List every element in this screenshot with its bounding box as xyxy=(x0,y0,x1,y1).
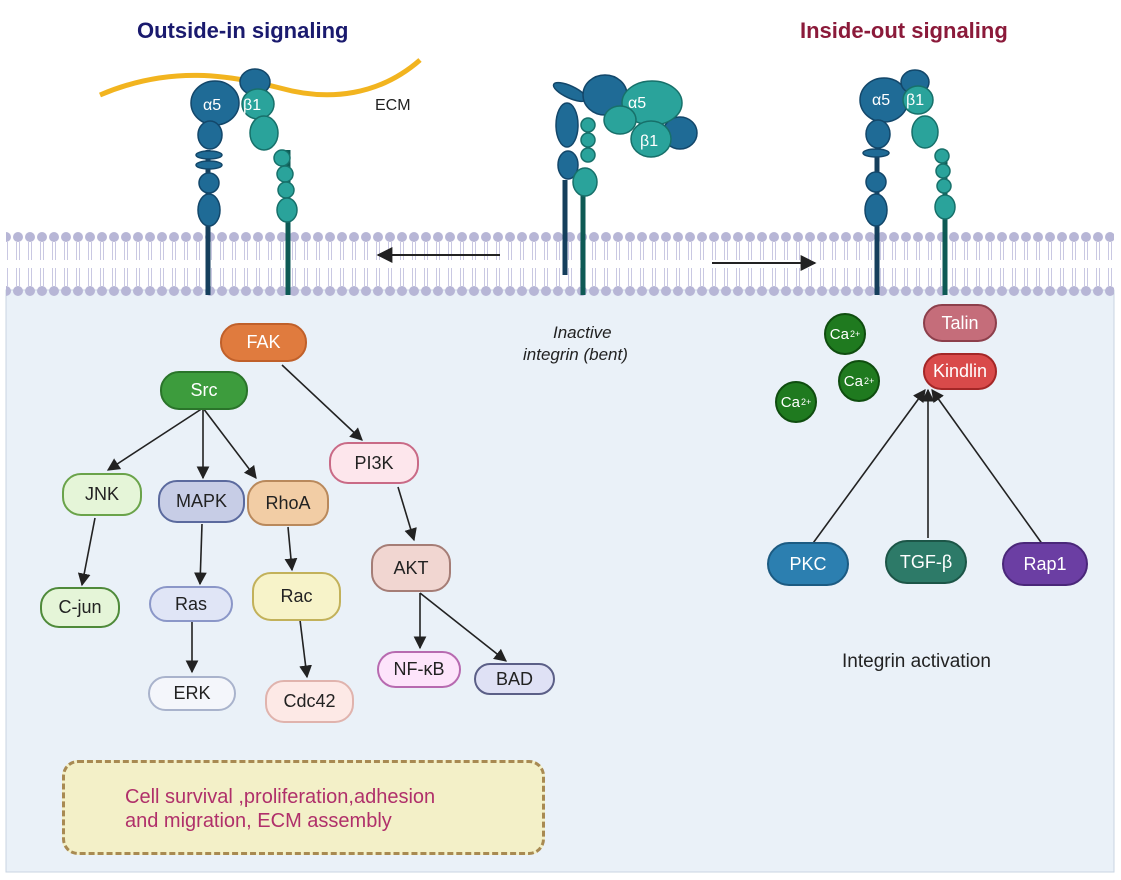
beta-label-right: β1 xyxy=(906,92,924,109)
alpha-label-right: α5 xyxy=(872,92,890,109)
node-rap1: Rap1 xyxy=(1002,542,1088,586)
alpha-label-left: α5 xyxy=(203,97,221,114)
node-tgfb: TGF-β xyxy=(885,540,967,584)
node-kindlin: Kindlin xyxy=(923,353,997,390)
inactive-label-line1: Inactive xyxy=(553,323,612,342)
cell-membrane xyxy=(6,232,1114,296)
beta-label-middle: β1 xyxy=(640,133,658,150)
outcome-line-1: Cell survival ,proliferation,adhesion xyxy=(125,786,436,808)
node-bad: BAD xyxy=(474,663,555,695)
ecm-label: ECM xyxy=(375,97,411,114)
node-nfkb: NF-κB xyxy=(377,651,461,688)
inactive-label-line2: integrin (bent) xyxy=(523,345,628,364)
active-integrin-right xyxy=(859,69,956,295)
outside-in-title: Outside-in signaling xyxy=(137,18,349,43)
active-integrin-left xyxy=(190,68,298,295)
node-src: Src xyxy=(160,371,248,410)
node-cdc42: Cdc42 xyxy=(265,680,354,723)
integrin-activation-label: Integrin activation xyxy=(842,651,991,672)
signaling-arrows xyxy=(77,364,1044,679)
beta-label-left: β1 xyxy=(243,97,261,114)
node-ras: Ras xyxy=(149,586,233,622)
node-talin: Talin xyxy=(923,304,997,342)
alpha-label-middle: α5 xyxy=(628,95,646,112)
cellular-outcome-box: Cell survival ,proliferation,adhesion an… xyxy=(62,760,545,855)
inside-out-title: Inside-out signaling xyxy=(800,18,1008,43)
node-akt: AKT xyxy=(371,544,451,592)
node-jnk: JNK xyxy=(62,473,142,516)
node-fak: FAK xyxy=(220,323,307,362)
inactive-integrin-bent xyxy=(552,74,698,295)
node-erk: ERK xyxy=(148,676,236,711)
node-rhoa: RhoA xyxy=(247,480,329,526)
node-pkc: PKC xyxy=(767,542,849,586)
node-cjun: C-jun xyxy=(40,587,120,628)
ecm-fiber xyxy=(99,58,422,98)
node-mapk: MAPK xyxy=(158,480,245,523)
outcome-line-2: and migration, ECM assembly xyxy=(125,810,392,832)
node-rac: Rac xyxy=(252,572,341,621)
node-pi3k: PI3K xyxy=(329,442,419,484)
